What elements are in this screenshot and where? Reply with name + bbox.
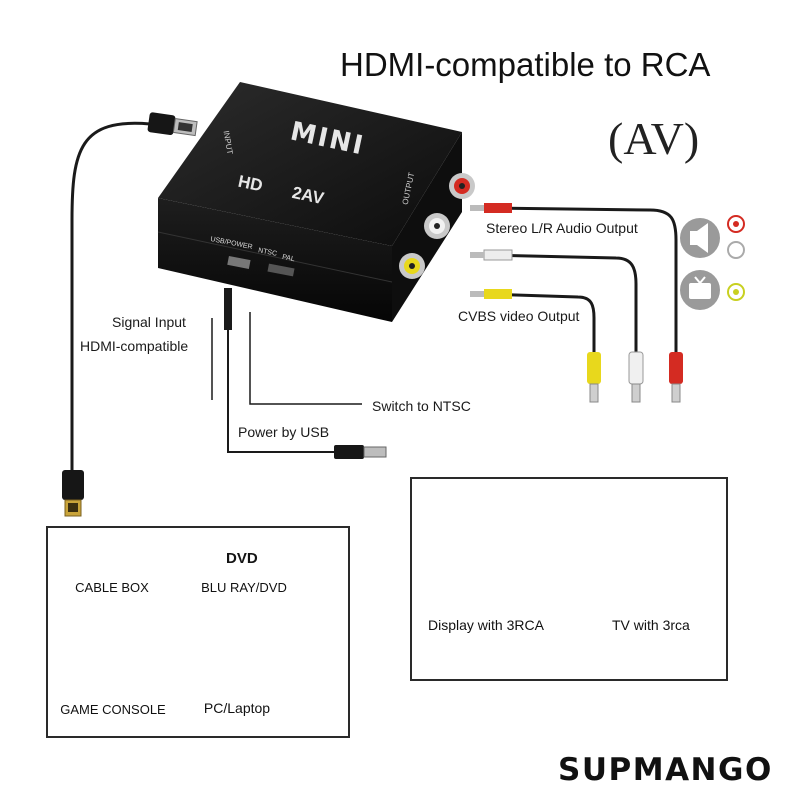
- hdmi-cable: [62, 112, 198, 517]
- power-usb-label: Power by USB: [238, 424, 330, 440]
- rca-socket-red: [449, 173, 475, 199]
- title-line-1: HDMI-compatible to RCA: [340, 46, 711, 83]
- usb-power-cable: [224, 288, 387, 459]
- hdmi-plug-top: [147, 112, 198, 137]
- hdmi-plug-bottom: [62, 470, 84, 517]
- cvbs-video-output-label: CVBS video Output: [458, 308, 580, 324]
- destination-devices-panel: [410, 477, 728, 681]
- source-label-cable-box: CABLE BOX: [75, 580, 149, 595]
- source-label-blu-ray-dvd: BLU RAY/DVD: [201, 580, 287, 595]
- dvd-icon-text: DVD: [226, 550, 258, 567]
- switch-ntsc-label: Switch to NTSC: [372, 398, 471, 414]
- source-label-game-console: GAME CONSOLE: [60, 702, 166, 717]
- audio-jack-indicator-icons: [727, 215, 745, 259]
- destination-label-tv: TV with 3rca: [612, 617, 690, 633]
- source-label-pc-laptop: PC/Laptop: [203, 700, 271, 716]
- converter-device: [157, 82, 475, 322]
- signal-input-hdmi-label: HDMI-compatible: [80, 338, 189, 354]
- signal-input-label: Signal Input: [112, 314, 186, 330]
- brand-name: SUPMANGO: [558, 752, 773, 788]
- rca-cables: [470, 203, 683, 403]
- rca-socket-white: [424, 213, 450, 239]
- tv-small-icon: [680, 270, 720, 310]
- speaker-icon: [680, 218, 720, 258]
- title-line-2: (AV): [608, 113, 700, 164]
- video-jack-indicator-icon: [727, 283, 745, 301]
- destination-label-display: Display with 3RCA: [428, 617, 544, 633]
- source-devices-panel: [46, 526, 350, 738]
- stereo-audio-output-label: Stereo L/R Audio Output: [486, 220, 638, 236]
- rca-socket-yellow: [399, 253, 425, 279]
- pointer-lines: [211, 312, 362, 405]
